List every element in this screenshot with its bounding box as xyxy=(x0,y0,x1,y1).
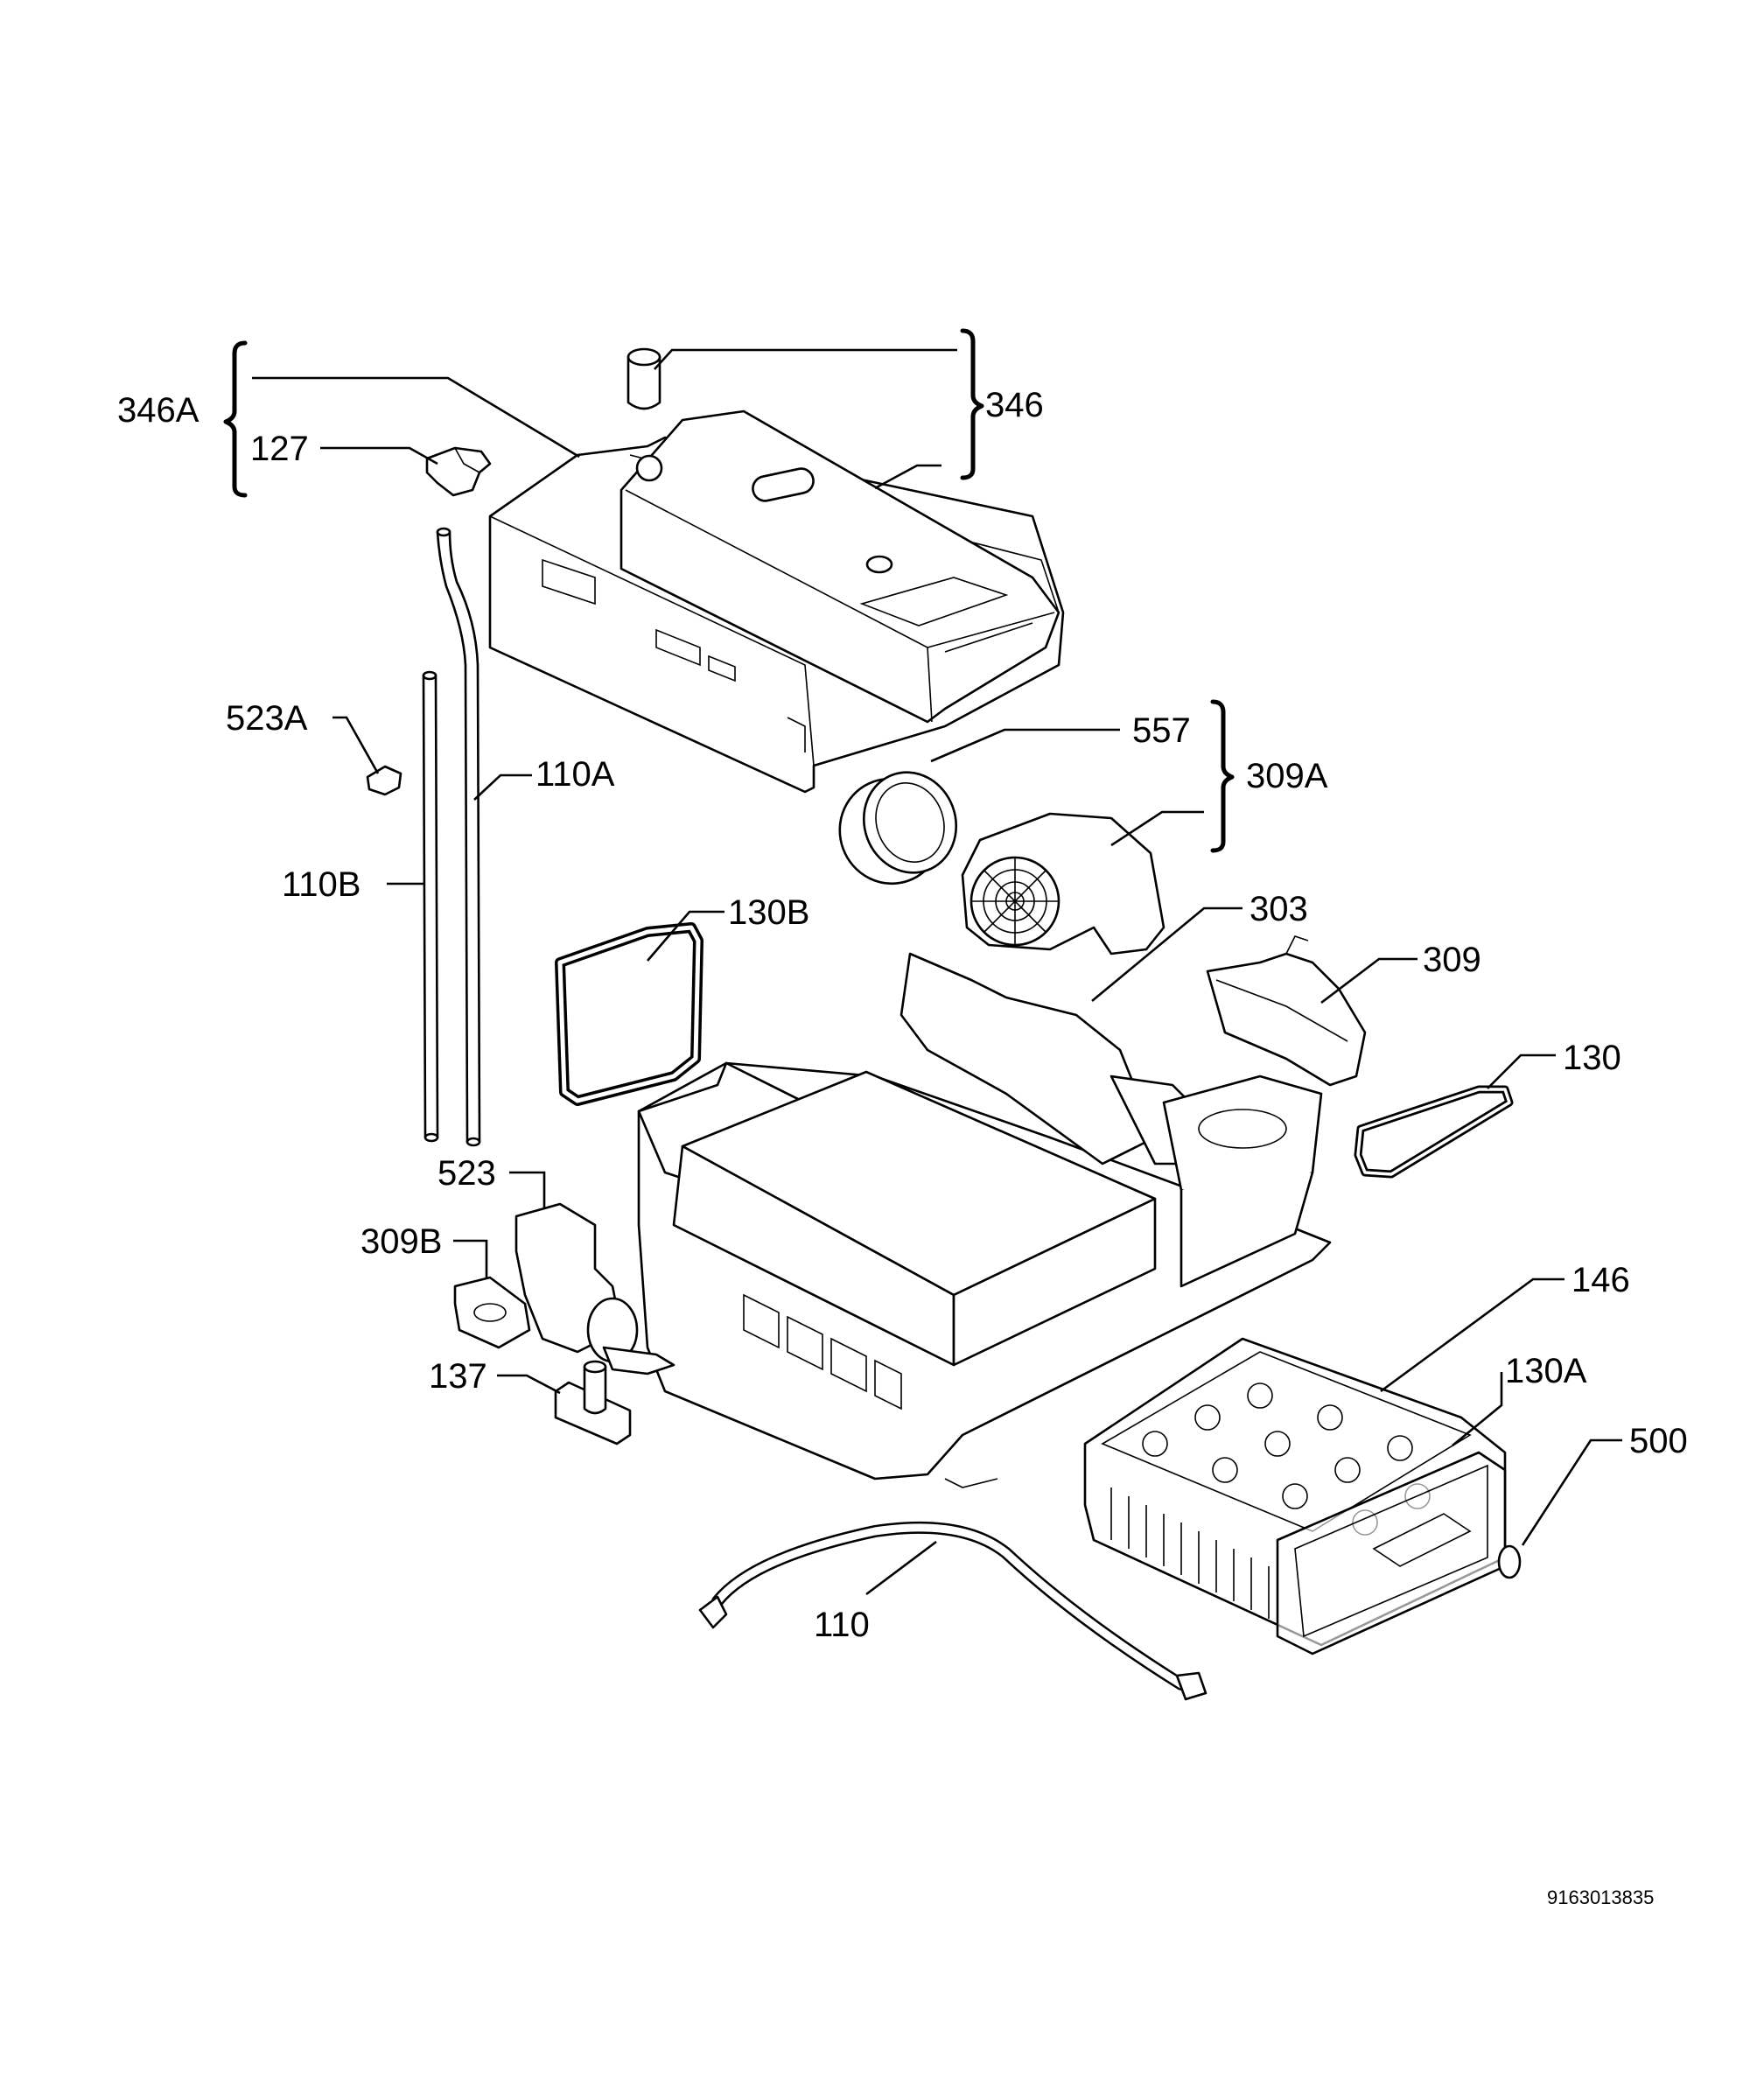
label-110B: 110B xyxy=(282,865,360,904)
leader-lines xyxy=(252,348,1622,1596)
part-labels: 346A 127 346 523A 110A 110B 557 309A 130… xyxy=(117,386,1688,1644)
part-309B-bracket xyxy=(453,1276,531,1349)
label-303: 303 xyxy=(1250,890,1308,928)
part-523-pump xyxy=(514,1202,676,1376)
part-309-duct xyxy=(1206,935,1367,1087)
label-146: 146 xyxy=(1572,1261,1630,1299)
part-557-ring xyxy=(838,771,958,886)
label-130B: 130B xyxy=(728,893,809,932)
part-110-hose xyxy=(698,1521,1208,1701)
label-346: 346 xyxy=(985,386,1044,424)
label-346A: 346A xyxy=(117,391,200,430)
label-110A: 110A xyxy=(536,755,615,794)
part-110B-tube xyxy=(422,670,439,1143)
drawing-code: 9163013835 xyxy=(1547,1886,1654,1908)
part-346-cap xyxy=(626,347,662,410)
label-110: 110 xyxy=(814,1606,870,1644)
label-137: 137 xyxy=(429,1357,487,1396)
brace-309A xyxy=(1210,699,1235,853)
label-309A: 309A xyxy=(1246,757,1328,795)
label-500: 500 xyxy=(1629,1422,1688,1460)
part-309A-fan-housing xyxy=(961,812,1166,956)
label-127: 127 xyxy=(250,430,309,468)
label-523A: 523A xyxy=(226,699,308,738)
label-557: 557 xyxy=(1132,711,1191,750)
part-346-water-container xyxy=(488,410,1065,794)
part-110A-tube xyxy=(436,527,481,1147)
brace-346A xyxy=(223,340,248,498)
label-309B: 309B xyxy=(360,1222,442,1261)
label-523: 523 xyxy=(438,1154,496,1193)
part-137-float xyxy=(554,1360,632,1446)
brace-346 xyxy=(960,328,984,480)
label-130A: 130A xyxy=(1505,1352,1587,1390)
part-130B-gasket xyxy=(555,922,704,1106)
part-303-base-housing xyxy=(637,952,1332,1488)
label-309: 309 xyxy=(1423,941,1481,979)
part-523A-clip xyxy=(366,765,402,796)
label-130: 130 xyxy=(1563,1039,1621,1077)
part-130-gasket xyxy=(1354,1085,1514,1179)
part-127-clip xyxy=(425,446,492,497)
part-500-knob xyxy=(1497,1544,1522,1579)
